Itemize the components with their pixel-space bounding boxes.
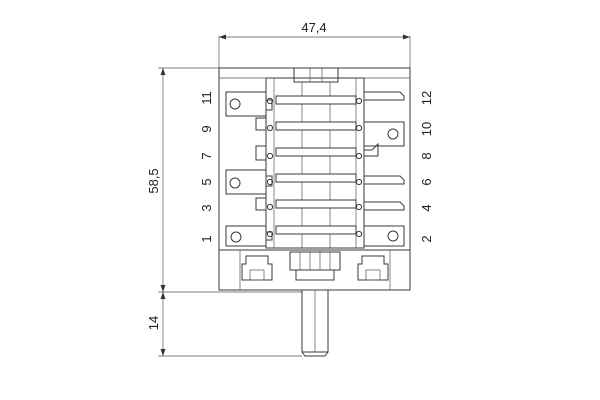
pin-label: 10: [419, 122, 434, 136]
pin-label: 12: [419, 91, 434, 105]
pin-label: 5: [199, 178, 214, 185]
left-pin-labels: 11 9 7 5 3 1: [199, 91, 214, 242]
shaft-dimension: 14: [146, 292, 302, 357]
pin-label: 2: [419, 235, 434, 242]
pin-label: 3: [199, 204, 214, 211]
shaft: [301, 289, 329, 357]
right-terminals: [355, 91, 405, 247]
pin-label: 1: [199, 235, 214, 242]
mounting-clips: [241, 251, 389, 281]
right-pin-labels: 12 10 8 6 4 2: [419, 91, 434, 243]
pin-label: 9: [199, 125, 214, 132]
width-dimension: 47,4: [218, 20, 411, 68]
pin-label: 11: [199, 91, 214, 105]
pin-label: 8: [419, 152, 434, 159]
pin-label: 4: [419, 204, 434, 211]
pin-label: 6: [419, 178, 434, 185]
height-dimension: 58,5: [146, 67, 302, 293]
height-label: 58,5: [146, 168, 161, 193]
shaft-label: 14: [146, 316, 161, 330]
left-terminals: [225, 91, 274, 247]
contact-bars: [275, 95, 357, 235]
pin-label: 7: [199, 152, 214, 159]
width-label: 47,4: [301, 20, 326, 35]
